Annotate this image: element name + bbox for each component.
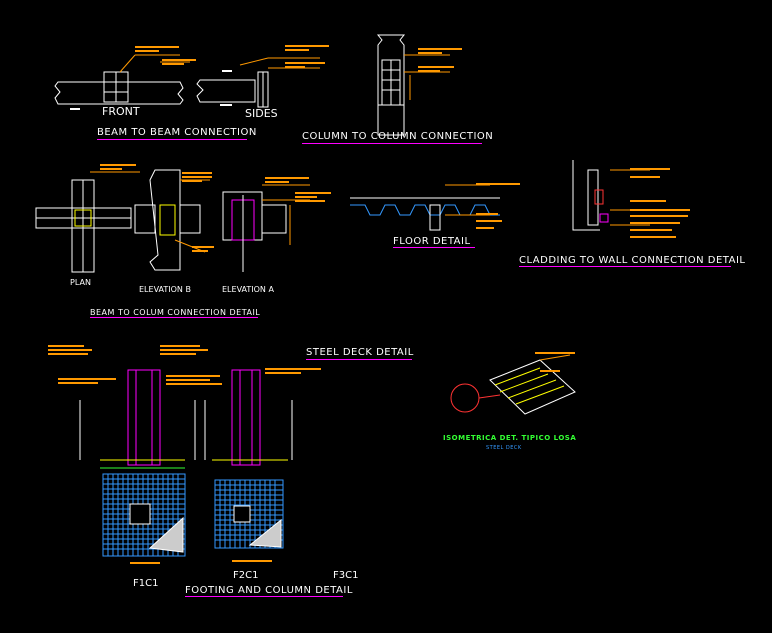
steel-deck-underline xyxy=(306,359,412,360)
floor-annotations xyxy=(476,183,520,229)
sides-label: SIDES xyxy=(245,107,278,120)
elevation-a-view xyxy=(222,184,310,272)
isometric-title: ISOMETRICA DET. TIPICO LOSA xyxy=(443,434,577,442)
plan-label: PLAN xyxy=(70,278,91,287)
front-label: FRONT xyxy=(102,105,140,118)
f2c1-label: F2C1 xyxy=(233,570,259,581)
steel-deck-title: STEEL DECK DETAIL xyxy=(306,347,414,358)
f3c1-label: F3C1 xyxy=(333,570,359,581)
column-annotations xyxy=(418,48,462,72)
f1c1-label: F1C1 xyxy=(133,578,159,589)
beam-to-column-title: BEAM TO COLUM CONNECTION DETAIL xyxy=(90,308,261,317)
elevation-a-label: ELEVATION A xyxy=(222,285,274,294)
footing-underline xyxy=(185,596,343,597)
floor-detail-view xyxy=(350,184,500,231)
beam-sides-view xyxy=(196,57,320,108)
elevation-b-view xyxy=(134,169,210,271)
cladding-underline xyxy=(519,266,731,267)
plan-view xyxy=(35,171,140,273)
column-to-column-title: COLUMN TO COLUMN CONNECTION xyxy=(302,131,494,142)
beam-sides-annotations xyxy=(220,45,329,106)
footing-2-elevation xyxy=(204,369,293,466)
beam-to-column-underline xyxy=(90,317,258,318)
isometric-view xyxy=(450,354,576,415)
column-to-column-view xyxy=(376,34,450,136)
footing-annotations xyxy=(48,345,321,564)
beam-to-beam-title: BEAM TO BEAM CONNECTION xyxy=(97,127,257,138)
footing-1-elevation xyxy=(79,369,196,469)
beam-to-beam-underline xyxy=(97,139,247,140)
cladding-annotations xyxy=(630,168,690,238)
elevation-b-label: ELEVATION B xyxy=(139,285,191,294)
footing-1-plan xyxy=(102,473,186,557)
footing-title: FOOTING AND COLUMN DETAIL xyxy=(185,585,353,596)
elevation-a-annotations xyxy=(265,177,331,202)
beam-front-annotations xyxy=(70,46,196,110)
floor-detail-title: FLOOR DETAIL xyxy=(393,236,471,247)
footing-2-plan xyxy=(214,479,284,549)
isometric-subtitle: STEEL DECK xyxy=(486,445,522,451)
floor-detail-underline xyxy=(393,247,475,248)
beam-front-view xyxy=(54,54,190,105)
elevation-b-annotations xyxy=(182,172,214,252)
isometric-annotations xyxy=(535,352,575,372)
cladding-title: CLADDING TO WALL CONNECTION DETAIL xyxy=(519,255,746,266)
column-to-column-underline xyxy=(302,143,482,144)
cladding-view xyxy=(572,160,650,231)
plan-annotations xyxy=(100,164,136,170)
